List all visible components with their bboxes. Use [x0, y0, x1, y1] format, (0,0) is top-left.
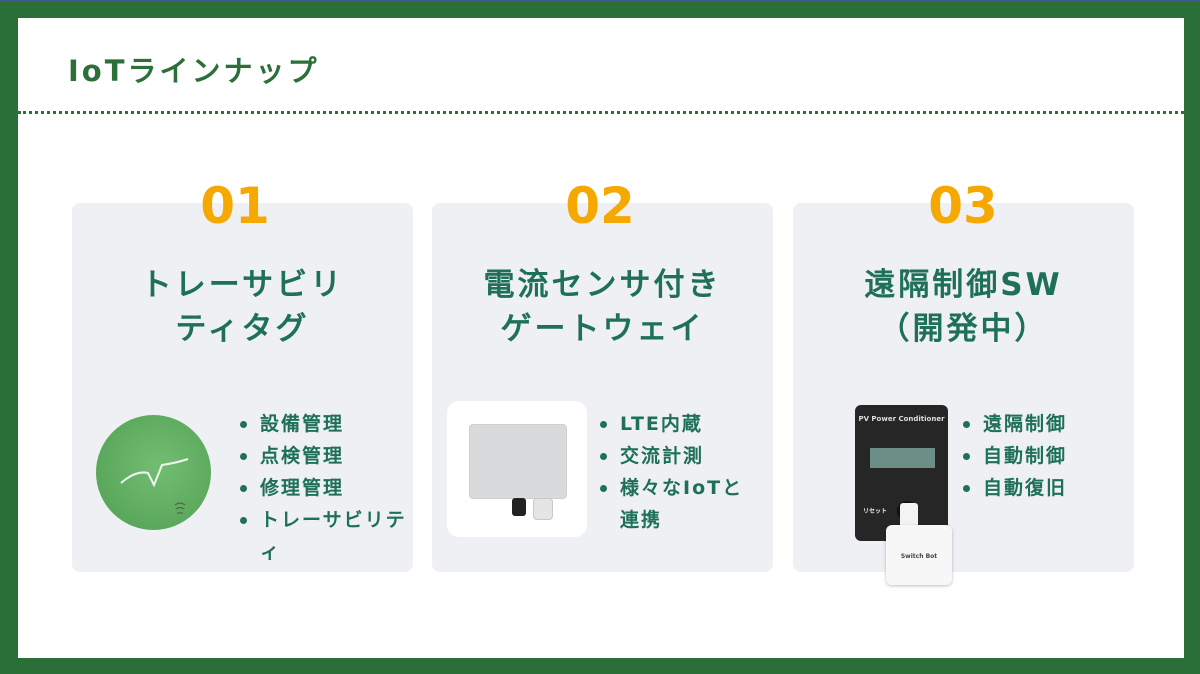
- feature-item: 修理管理: [238, 472, 408, 504]
- card-title: 電流センサ付き ゲートウェイ: [432, 263, 773, 351]
- card-number: 03: [928, 177, 998, 235]
- card-title: 遠隔制御SW （開発中）: [793, 263, 1134, 351]
- cable-gland-black: [512, 498, 526, 516]
- slide: IoTラインナップ トレーサビリ ティタグ 設備管理 点検管理 修理管理 トレー…: [18, 18, 1184, 658]
- gateway-box-icon: [447, 401, 587, 537]
- switchbot-label: Switch Bot: [900, 553, 938, 560]
- card-title-line1: 電流センサ付き: [483, 267, 722, 303]
- gateway-body: [469, 424, 567, 499]
- feature-item: 様々なIoTと連携: [598, 472, 758, 536]
- device-screen: [870, 448, 935, 468]
- card-title-line1: トレーサビリ: [140, 267, 345, 303]
- green-traceability-tag-icon: [96, 415, 211, 530]
- card-title-line1: 遠隔制御SW: [864, 267, 1063, 303]
- dotted-divider: [18, 111, 1184, 114]
- card-gateway: 電流センサ付き ゲートウェイ LTE内蔵 交流計測 様々なIoTと連携: [432, 203, 773, 572]
- feature-list: 設備管理 点検管理 修理管理 トレーサビリティ: [238, 408, 408, 568]
- feature-list: LTE内蔵 交流計測 様々なIoTと連携: [598, 408, 758, 536]
- card-title-line2: （開発中）: [878, 311, 1049, 347]
- card-traceability-tag: トレーサビリ ティタグ 設備管理 点検管理 修理管理 トレーサビリティ: [72, 203, 413, 572]
- reset-label: リセット: [863, 508, 888, 515]
- switchbot-icon: Switch Bot: [886, 525, 952, 585]
- top-strip: [0, 0, 1200, 2]
- feature-item: 自動復旧: [961, 472, 1121, 504]
- card-number: 01: [200, 177, 270, 235]
- device-label: PV Power Conditioner: [858, 415, 945, 423]
- feature-item: 設備管理: [238, 408, 408, 440]
- switchbot-arm: [900, 503, 918, 529]
- feature-item: 交流計測: [598, 440, 758, 472]
- card-title: トレーサビリ ティタグ: [72, 263, 413, 351]
- feature-list: 遠隔制御 自動制御 自動復旧: [961, 408, 1121, 504]
- feature-item: LTE内蔵: [598, 408, 758, 440]
- card-number: 02: [565, 177, 635, 235]
- feature-item: 遠隔制御: [961, 408, 1121, 440]
- card-title-line2: ゲートウェイ: [500, 311, 705, 347]
- feature-item: 点検管理: [238, 440, 408, 472]
- feature-item: トレーサビリティ: [238, 504, 408, 568]
- feature-item: 自動制御: [961, 440, 1121, 472]
- page-title: IoTラインナップ: [68, 54, 320, 88]
- card-title-line2: ティタグ: [175, 311, 310, 347]
- cable-gland-white: [533, 498, 553, 520]
- card-remote-switch: 遠隔制御SW （開発中） PV Power Conditioner リセット S…: [793, 203, 1134, 585]
